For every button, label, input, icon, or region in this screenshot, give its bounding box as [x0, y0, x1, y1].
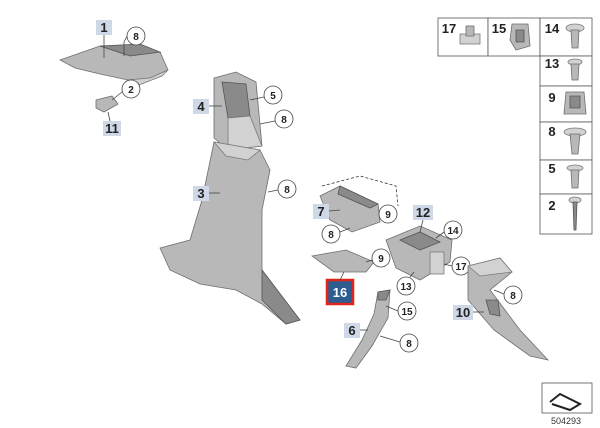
- callout-17-text: 17: [455, 262, 467, 273]
- legend-cell-2[interactable]: [539, 193, 593, 235]
- fastener-2-screw-icon: [568, 196, 582, 231]
- label-4-bg: [193, 99, 209, 114]
- part-3-pillar-trim: [159, 141, 301, 325]
- fastener-5-icon: [566, 164, 584, 189]
- callout-9-b-text: 9: [378, 254, 384, 265]
- callout-9-b: [371, 248, 391, 268]
- part-12-bracket: [385, 225, 453, 281]
- label-12-bg: [413, 205, 433, 220]
- callout-8-f: [503, 285, 523, 305]
- label-12: 12: [416, 205, 430, 220]
- callout-5-a: [263, 85, 283, 105]
- fastener-8-icon: [563, 127, 587, 155]
- callout-5-a-text: 5: [270, 91, 276, 102]
- label-6: 6: [348, 323, 355, 338]
- part-6-lower-strip: [345, 289, 391, 369]
- callout-13-text: 13: [400, 282, 412, 293]
- legend-label-5: 5: [548, 161, 555, 176]
- label-4: 4: [197, 99, 205, 114]
- legend-label-8: 8: [548, 124, 555, 139]
- callout-8-e-text: 8: [406, 339, 412, 350]
- callout-8-d: [321, 224, 341, 244]
- callout-8-a-text: 8: [133, 32, 139, 43]
- label-10-bg: [453, 305, 473, 320]
- legend-cell-5[interactable]: [539, 159, 593, 195]
- fastener-17-icon: [459, 25, 481, 45]
- part-16-trim: [311, 249, 375, 273]
- legend-cell-8[interactable]: [539, 121, 593, 161]
- part-7-trim-piece: [319, 185, 381, 233]
- callout-8-d-text: 8: [328, 230, 334, 241]
- callout-14: [443, 220, 463, 240]
- label-16: 16: [333, 285, 347, 300]
- legend-label-17: 17: [442, 21, 456, 36]
- legend-cell-13[interactable]: [539, 55, 593, 87]
- fastener-15-icon: [509, 23, 531, 51]
- callout-2: [121, 79, 141, 99]
- callout-8-c: [277, 179, 297, 199]
- legend-label-14: 14: [545, 21, 560, 36]
- label-11-bg: [103, 121, 121, 136]
- label-1: 1: [100, 20, 107, 35]
- label-7: 7: [317, 204, 324, 219]
- callout-8-f-text: 8: [510, 291, 516, 302]
- part-11-clip: [95, 95, 119, 113]
- label-7-bg: [313, 204, 329, 219]
- callout-8-e: [399, 333, 419, 353]
- callout-9-a: [378, 204, 398, 224]
- callout-13: [396, 276, 416, 296]
- part-10-pillar-cover: [467, 257, 550, 361]
- part-4-upper-cover: [213, 71, 263, 151]
- view-symbol-icon: [549, 392, 583, 412]
- callout-9-a-text: 9: [385, 210, 391, 221]
- callout-14-text: 14: [447, 226, 459, 237]
- callout-15-text: 15: [401, 307, 413, 318]
- label-11: 11: [105, 121, 119, 136]
- part-1-trim-panel: [59, 43, 169, 87]
- legend-label-9: 9: [548, 90, 555, 105]
- callout-2-text: 2: [128, 85, 134, 96]
- legend-label-2: 2: [548, 198, 555, 213]
- fastener-14-icon: [565, 23, 585, 49]
- legend-label-15: 15: [492, 21, 506, 36]
- legend-cell-14[interactable]: [539, 17, 593, 57]
- callout-8-c-text: 8: [284, 185, 290, 196]
- fastener-9-icon: [563, 91, 587, 115]
- label-1-bg: [96, 20, 112, 35]
- legend-label-13: 13: [545, 56, 559, 71]
- callout-8-b: [274, 109, 294, 129]
- label-3-bg: [193, 186, 209, 201]
- fastener-legend: 17 15 14 13 9 8 5 2: [437, 17, 593, 235]
- label-3: 3: [197, 186, 204, 201]
- label-10: 10: [456, 305, 470, 320]
- callout-8-b-text: 8: [281, 115, 287, 126]
- fastener-13-icon: [567, 58, 583, 81]
- reference-number: 504293: [551, 416, 581, 426]
- label-6-bg: [344, 323, 360, 338]
